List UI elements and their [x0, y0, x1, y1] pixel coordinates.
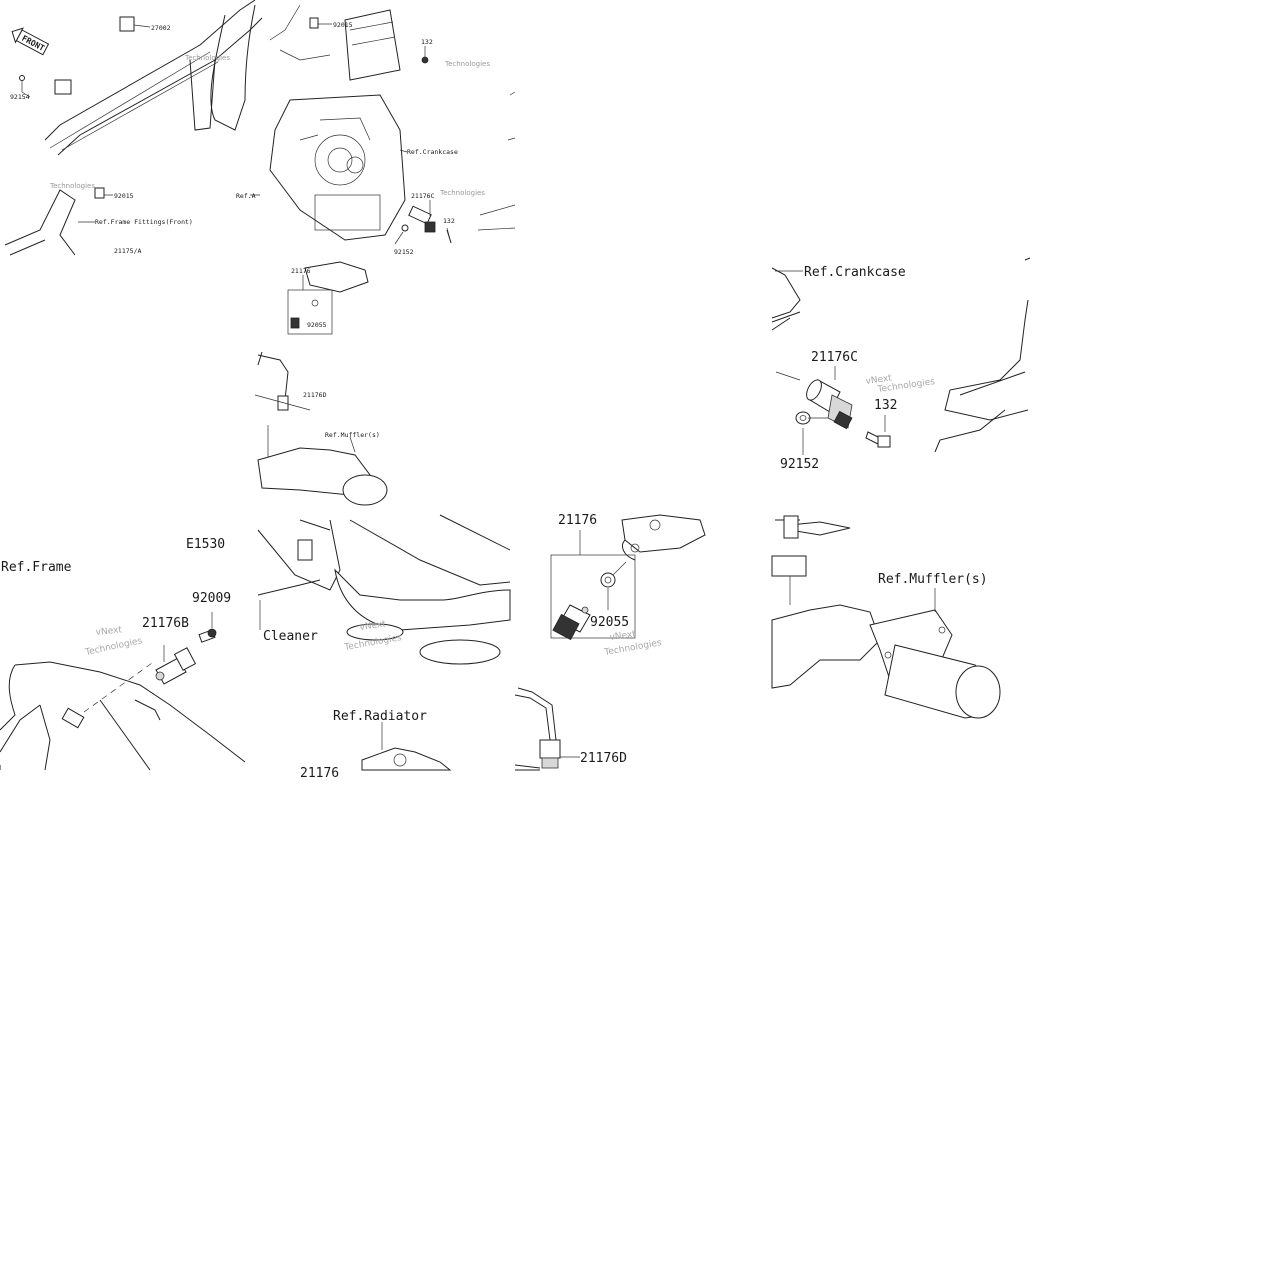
watermark-text: vNext: [95, 625, 123, 638]
detail-radiator-panel: Ref.Radiator 21176: [300, 709, 452, 781]
detail-o2-panel: 21176D: [514, 687, 627, 771]
sensor-21176c-small-icon: [408, 205, 436, 233]
detail-thermo-panel: 21176 92055 vNext Technologies: [550, 513, 706, 658]
sensor-21176d-icon: [539, 739, 561, 769]
watermark-text: Technologies: [49, 182, 95, 190]
watermark-text: Technologies: [444, 60, 490, 68]
sensor-21176c-icon: [775, 371, 853, 430]
label-ref-a: Ref.A: [236, 192, 256, 200]
label-cleaner: Cleaner: [263, 629, 318, 644]
label-92055-small: 92055: [307, 321, 327, 329]
label-ref-crankcase-small: Ref.Crankcase: [407, 148, 458, 156]
label-132-top: 132: [421, 38, 433, 46]
ecu-box-icon: [344, 9, 401, 81]
watermark-text: vNext: [359, 619, 387, 633]
washer-92152-icon: [795, 411, 811, 425]
exhaust-pipe-icon: [771, 604, 881, 689]
engine-block-icon: [269, 94, 406, 241]
thermostat-housing-icon: [304, 261, 369, 293]
thermostat-housing-icon: [621, 514, 706, 553]
watermark-text: Technologies: [184, 54, 230, 62]
label-e1530: E1530: [186, 537, 225, 552]
label-ref-frame-fittings: Ref.Frame Fittings(Front): [95, 218, 193, 226]
label-ref-frame: Ref.Frame: [1, 560, 72, 575]
label-21176-cut: 21176: [300, 766, 339, 781]
label-ref-radiator: Ref.Radiator: [333, 709, 427, 724]
label-92152-small: 92152: [394, 248, 414, 256]
bracket-box: [550, 554, 636, 639]
gasket-92055-icon: [600, 572, 616, 588]
label-21176-small: 21176: [291, 267, 311, 275]
label-21176d-small: 21176D: [303, 391, 327, 399]
label-ref-mufflers: Ref.Muffler(s): [878, 572, 988, 587]
label-21175a: 21175/A: [114, 247, 141, 255]
label-21176c: 21176C: [811, 350, 858, 365]
label-ref-mufflers-small: Ref.Muffler(s): [325, 431, 380, 439]
detail-cleaner-panel: Cleaner vNext Technologies: [257, 514, 511, 665]
watermark-text: Technologies: [84, 636, 144, 658]
sensor-21176-icon: [552, 604, 591, 641]
watermark-text: vNext: [865, 373, 893, 387]
detail-frame-panel: Ref.Frame E1530 92009 21176B vNext Techn…: [0, 537, 246, 771]
overview-panel: FRONT: [4, 0, 516, 506]
sensor-21176a-icon: [54, 79, 72, 95]
bolt-92009-icon: [198, 612, 217, 643]
label-92055: 92055: [590, 615, 629, 630]
detail-muffler-panel: Ref.Muffler(s): [771, 515, 1001, 719]
label-132: 132: [874, 398, 897, 413]
label-21176: 21176: [558, 513, 597, 528]
watermark-text: vNext: [609, 629, 637, 643]
bolt-132-icon: [865, 431, 891, 448]
sensor-21176b-icon: [155, 645, 197, 685]
label-27002: 27002: [151, 24, 171, 32]
front-arrow-icon: FRONT: [11, 27, 50, 56]
label-92152: 92152: [780, 457, 819, 472]
label-92015-top: 92015: [333, 21, 353, 29]
label-ref-crankcase: Ref.Crankcase: [804, 265, 906, 280]
label-92009: 92009: [192, 591, 231, 606]
label-21176c-small: 21176C: [411, 192, 435, 200]
label-21176d: 21176D: [580, 751, 627, 766]
detail-crankcase-panel: Ref.Crankcase 21176C 132 92152 vNext Tec…: [771, 257, 1031, 472]
label-132-mid: 132: [443, 217, 455, 225]
label-92015-mid: 92015: [114, 192, 134, 200]
watermark-text: Technologies: [439, 189, 485, 197]
label-21176b: 21176B: [142, 616, 189, 631]
label-92154: 92154: [10, 93, 30, 101]
relay-27002-icon: [119, 16, 135, 32]
